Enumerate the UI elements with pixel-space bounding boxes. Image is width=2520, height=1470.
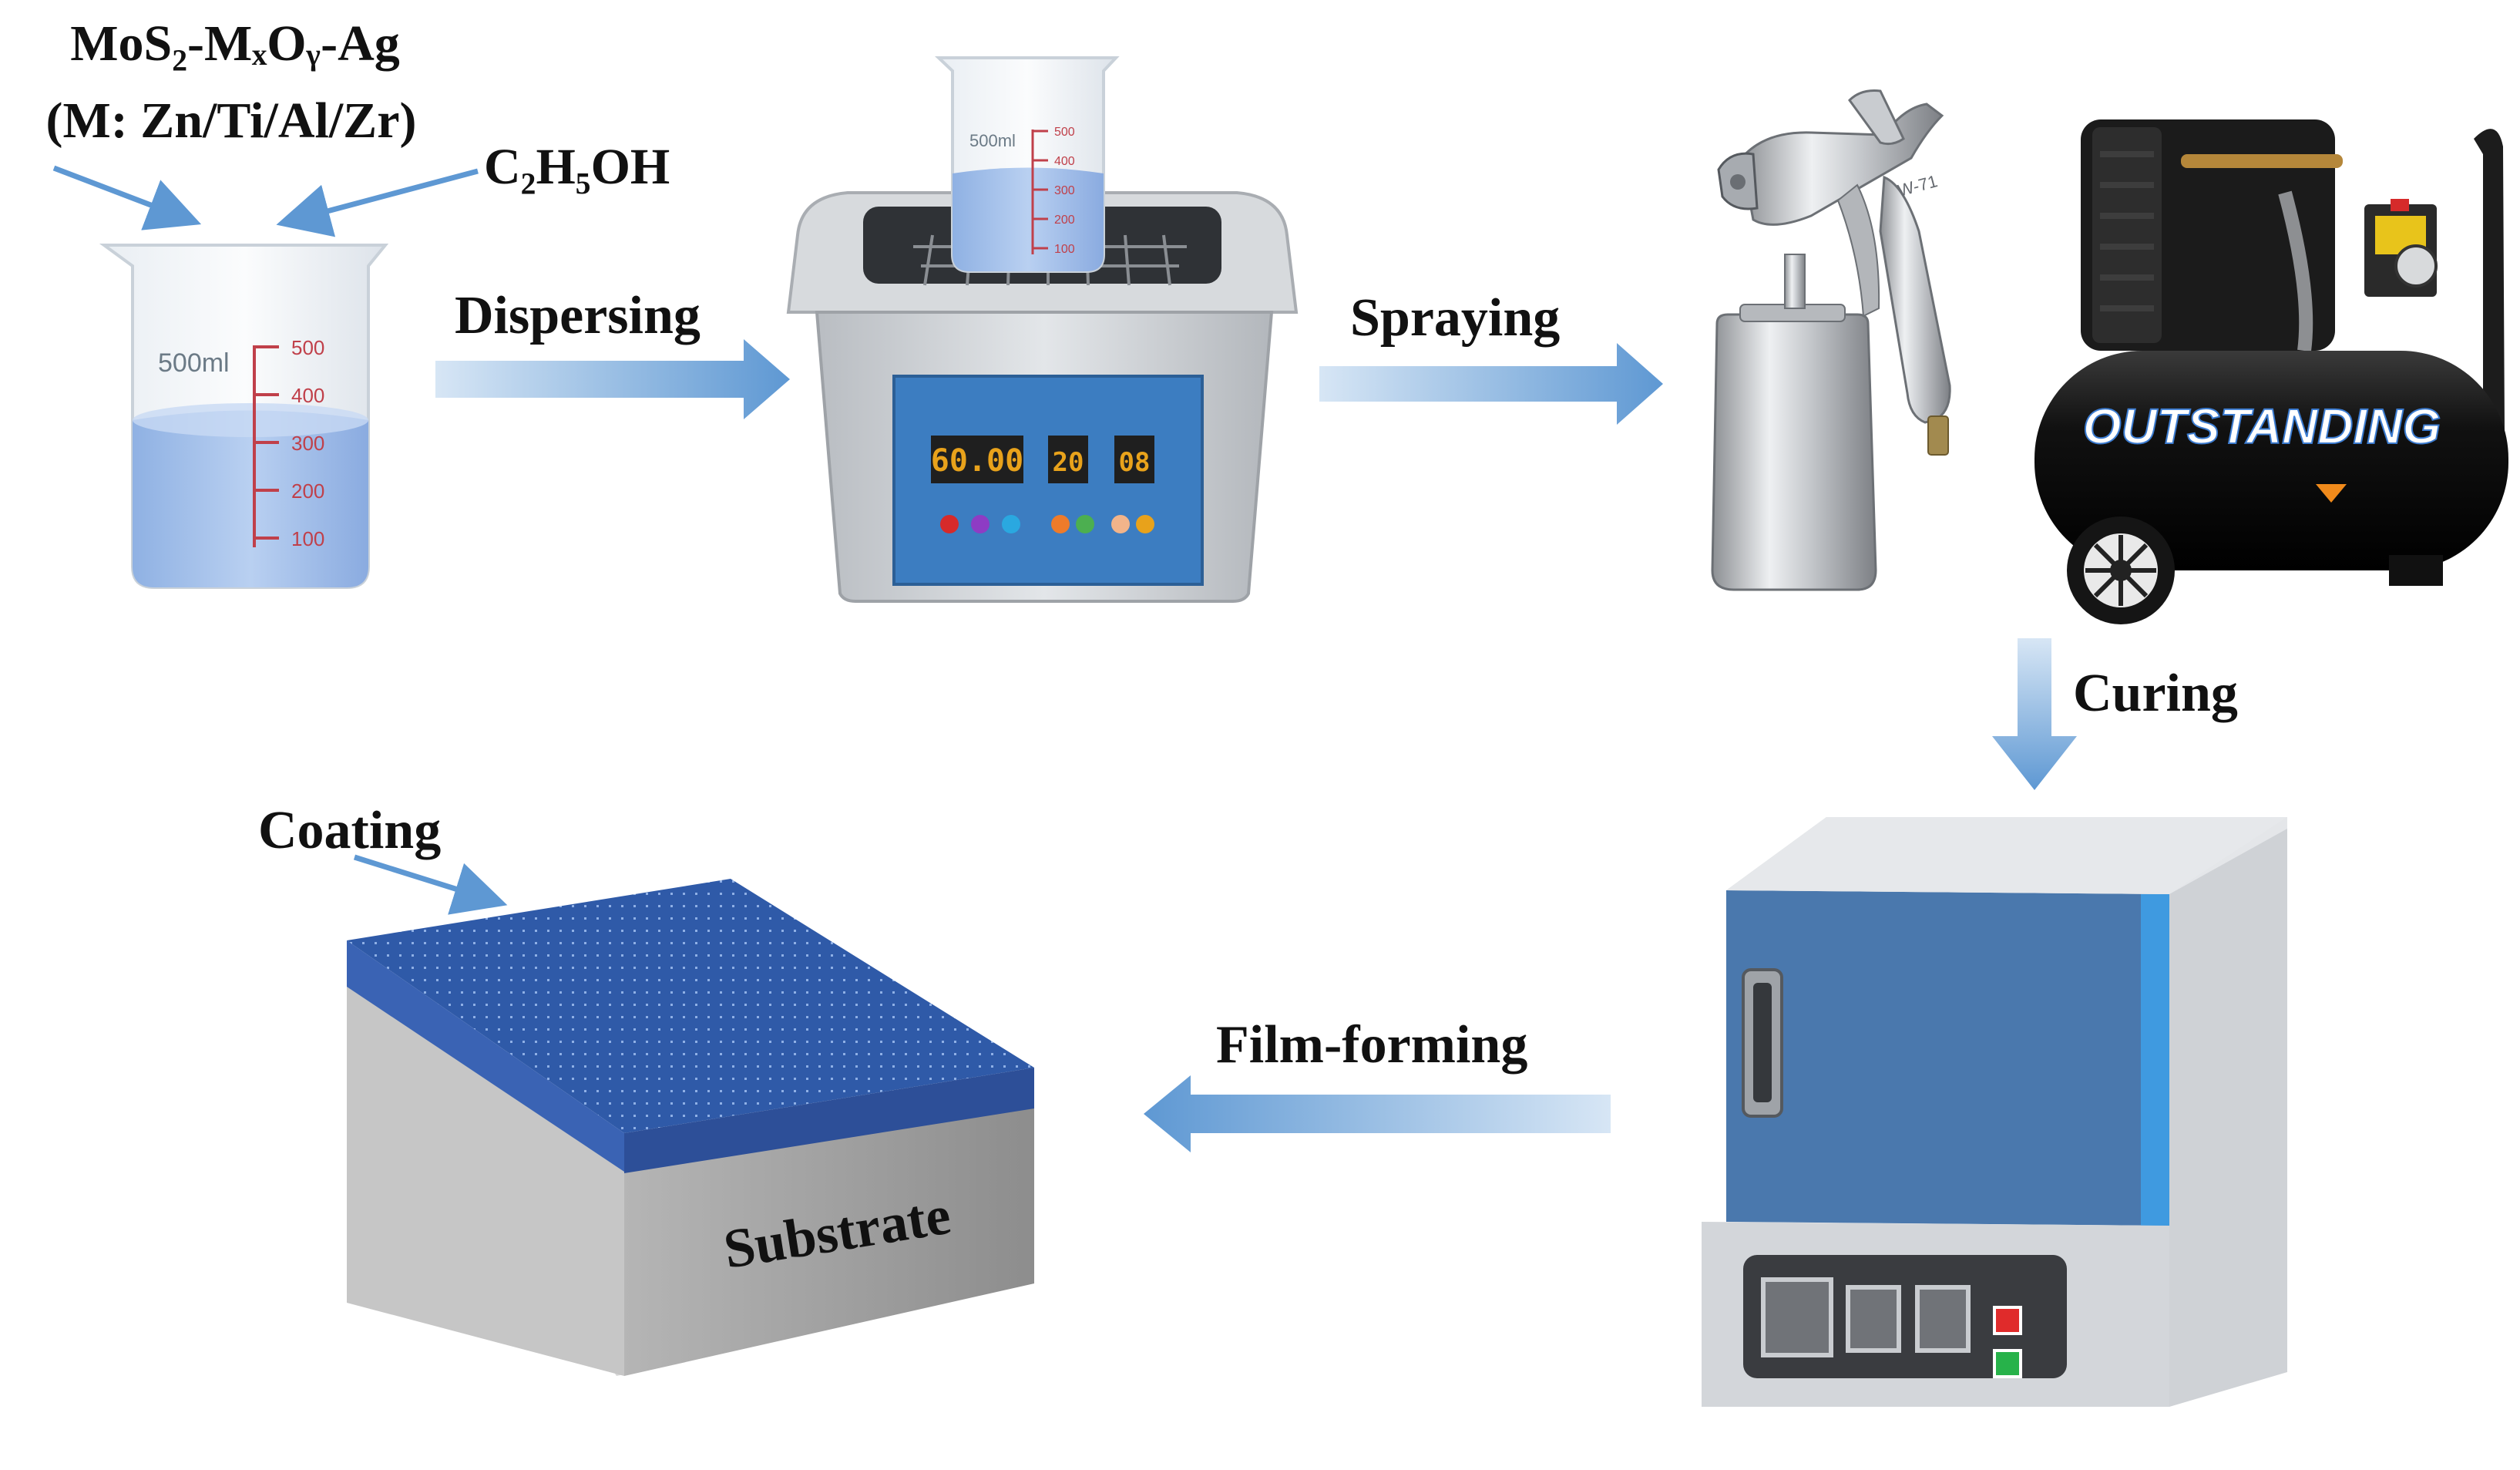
furnace-display-2 (1846, 1285, 1901, 1353)
coating-arrow (353, 854, 508, 915)
spraying-arrow (1319, 343, 1663, 425)
small-beaker: 500ml 500 400 300 200 100 (934, 56, 1120, 273)
bath-button-7 (1136, 515, 1154, 533)
beaker-tick-200: 200 (291, 479, 324, 503)
solvent-label: C₂H₅OH (484, 139, 670, 195)
bath-button-4 (1051, 515, 1070, 533)
coated-substrate: Substrate (347, 879, 1034, 1376)
furnace-display-1 (1761, 1277, 1833, 1357)
small-beaker-tick-500: 500 (1054, 126, 1075, 139)
beaker-tick-500: 500 (291, 336, 324, 359)
beaker-ticks: 500 400 300 200 100 (254, 336, 324, 550)
coating-layer (347, 879, 1034, 1133)
coating-label: Coating (258, 801, 441, 860)
precursor-label-line2: (M: Zn/Ti/Al/Zr) (46, 93, 417, 149)
solvent-arrow (276, 168, 479, 237)
precursor-label-line1: MoS₂-MₓOᵧ-Ag (70, 15, 400, 72)
spray-gun: W-71 (1711, 89, 1951, 591)
bath-button-5 (1076, 515, 1094, 533)
furnace-display-3 (1915, 1285, 1971, 1353)
muffle-furnace (1702, 817, 2287, 1407)
bath-display-3: 08 (1119, 447, 1151, 478)
film-forming-label: Film-forming (1216, 1015, 1527, 1075)
bath-button-6 (1111, 515, 1130, 533)
furnace-green-button[interactable] (1993, 1349, 2022, 1378)
spray-gun-model-text: W-71 (1896, 171, 1940, 200)
bath-button-2 (971, 515, 990, 533)
dispersing-label: Dispersing (455, 286, 701, 345)
curing-label: Curing (2073, 664, 2238, 723)
bath-display-2: 20 (1053, 447, 1084, 478)
compressor-brand-text: OUTSTANDING (2083, 399, 2441, 454)
precursor-arrow (52, 165, 202, 230)
bath-button-3 (1002, 515, 1020, 533)
film-forming-arrow (1144, 1075, 1611, 1152)
curing-arrow (1992, 638, 2077, 790)
furnace-door (1726, 890, 2169, 1226)
air-compressor: OUTSTANDING (2034, 119, 2508, 624)
small-beaker-tick-300: 300 (1054, 184, 1075, 197)
small-beaker-tick-100: 100 (1054, 243, 1075, 256)
beaker-volume-label: 500ml (158, 348, 230, 378)
beaker-tick-400: 400 (291, 384, 324, 407)
small-beaker-ticks: 500 400 300 200 100 (1033, 126, 1075, 256)
dispersing-arrow (435, 339, 790, 419)
beaker: 500ml 500 400 300 200 100 (99, 244, 389, 589)
beaker-tick-100: 100 (291, 527, 324, 550)
bath-buttons (940, 515, 1154, 533)
furnace-red-button[interactable] (1993, 1306, 2022, 1335)
small-beaker-volume-label: 500ml (969, 131, 1016, 150)
beaker-tick-300: 300 (291, 432, 324, 455)
spraying-label: Spraying (1350, 288, 1560, 348)
bath-button-1 (940, 515, 959, 533)
small-beaker-tick-400: 400 (1054, 155, 1075, 168)
small-beaker-tick-200: 200 (1054, 214, 1075, 227)
bath-display-main: 60.00 (931, 443, 1023, 479)
